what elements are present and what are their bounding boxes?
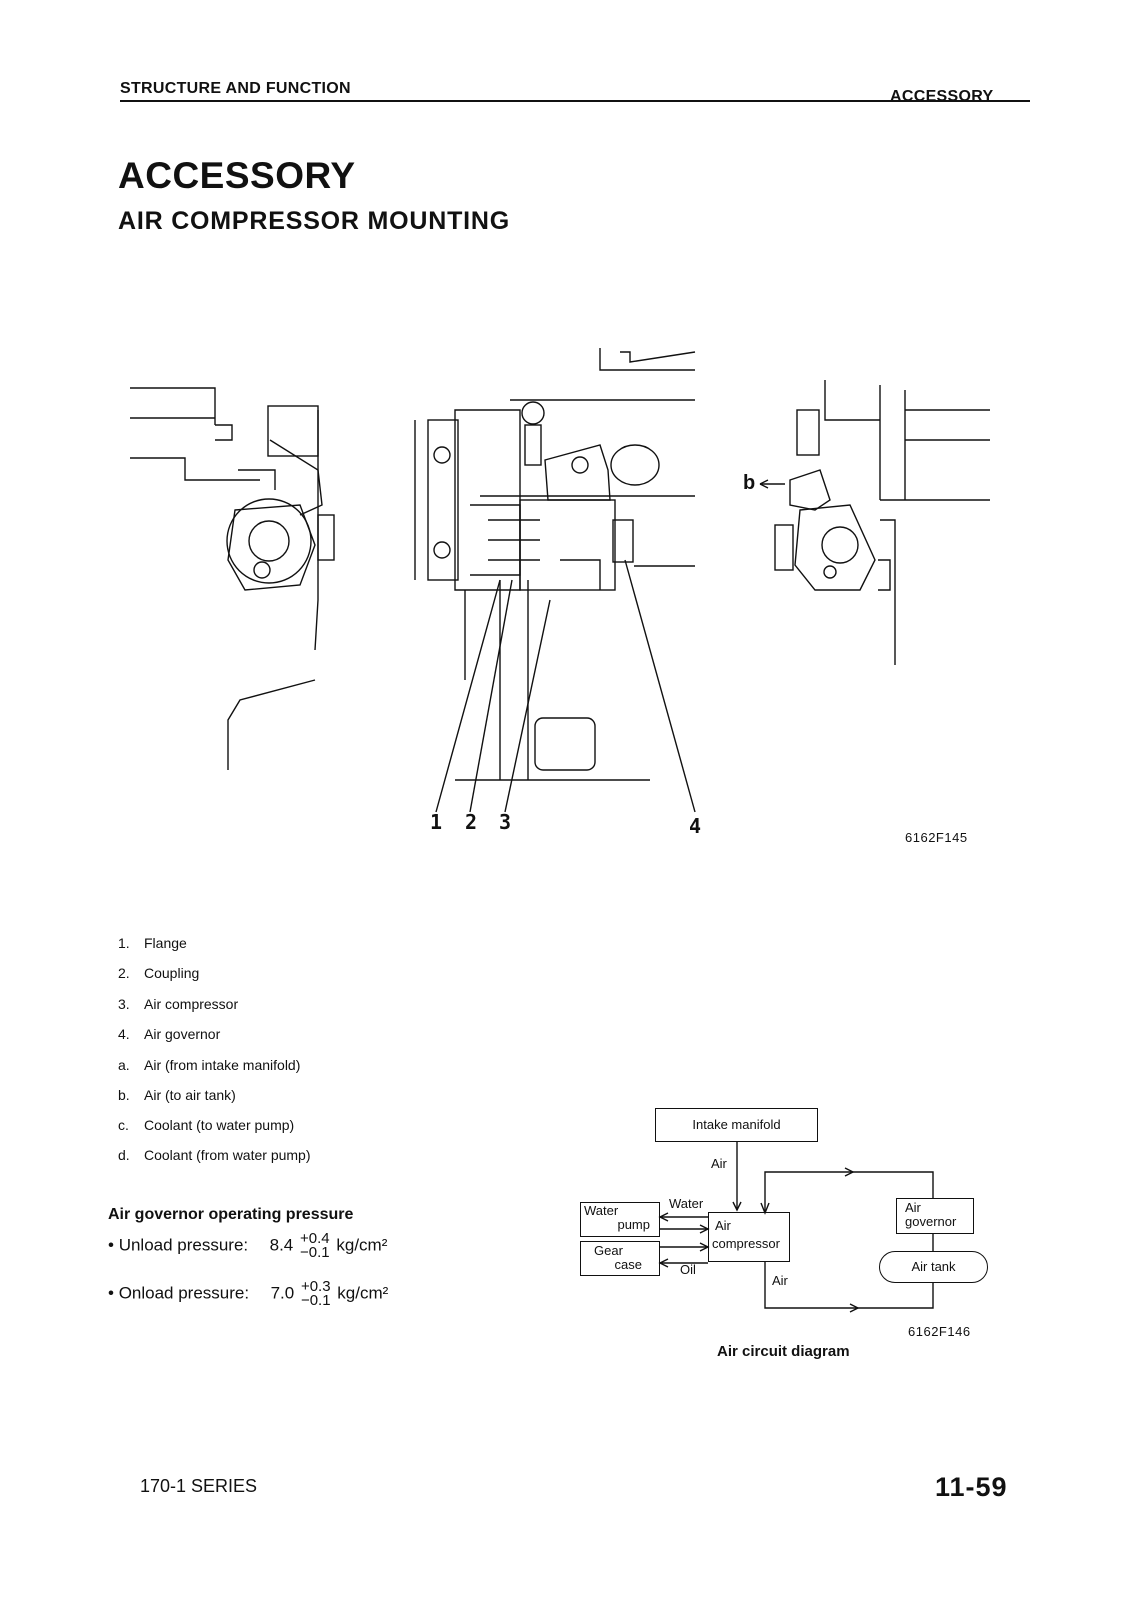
oil-label: Oil (680, 1262, 696, 1277)
air-governor-box: Air governor (896, 1198, 974, 1234)
legend-item: 1.Flange (118, 935, 187, 951)
air-top-label: Air (711, 1156, 727, 1171)
onload-tolerance: +0.3−0.1 (300, 1278, 331, 1309)
onload-pressure-row: • Onload pressure: 7.0 +0.3−0.1 kg/cm² (108, 1278, 389, 1309)
legend-item: b.Air (to air tank) (118, 1087, 236, 1103)
gear-case-box: Gear case (580, 1241, 660, 1276)
unload-pressure-row: • Unload pressure: 8.4 +0.4−0.1 kg/cm² (108, 1230, 388, 1261)
onload-value: 7.0 (270, 1283, 295, 1303)
legend-item: c.Coolant (to water pump) (118, 1117, 295, 1133)
pressure-title: Air governor operating pressure (108, 1206, 354, 1223)
callout-2: 2 (465, 810, 478, 834)
figure-label-b: b (743, 472, 756, 494)
unload-unit: kg/cm² (336, 1235, 388, 1255)
onload-unit: kg/cm² (337, 1283, 389, 1303)
intake-manifold-box: Intake manifold (655, 1108, 818, 1142)
water-label: Water (669, 1196, 704, 1211)
legend-item: 3.Air compressor (118, 996, 239, 1012)
page-title: ACCESSORY (118, 155, 356, 196)
air-tank-box: Air tank (879, 1251, 988, 1283)
unload-value: 8.4 (269, 1235, 294, 1255)
unload-tolerance: +0.4−0.1 (300, 1230, 330, 1261)
callout-3: 3 (499, 810, 512, 834)
header-rule (120, 100, 1030, 102)
footer-series: 170-1 SERIES (140, 1476, 258, 1496)
page-number: 11-59 (935, 1472, 1008, 1502)
page-subtitle: AIR COMPRESSOR MOUNTING (118, 207, 511, 235)
unload-label: Unload pressure: (118, 1235, 249, 1255)
legend-item: d.Coolant (from water pump) (118, 1147, 311, 1163)
diagram-code: 6162F146 (908, 1324, 971, 1339)
callout-1: 1 (430, 810, 443, 834)
header-section-label: STRUCTURE AND FUNCTION (120, 80, 351, 97)
air-compressor-figure (130, 348, 990, 813)
water-pump-box: Water pump (580, 1202, 660, 1237)
onload-label: Onload pressure: (118, 1283, 250, 1303)
legend-item: a.Air (from intake manifold) (118, 1057, 301, 1073)
legend-item: 4.Air governor (118, 1026, 221, 1042)
figure-code: 6162F145 (905, 830, 968, 845)
air-compressor-box: Air compressor (708, 1212, 790, 1262)
callout-4: 4 (689, 814, 702, 838)
air-bottom-label: Air (772, 1273, 788, 1288)
legend-item: 2.Coupling (118, 965, 200, 981)
diagram-caption: Air circuit diagram (717, 1343, 850, 1360)
